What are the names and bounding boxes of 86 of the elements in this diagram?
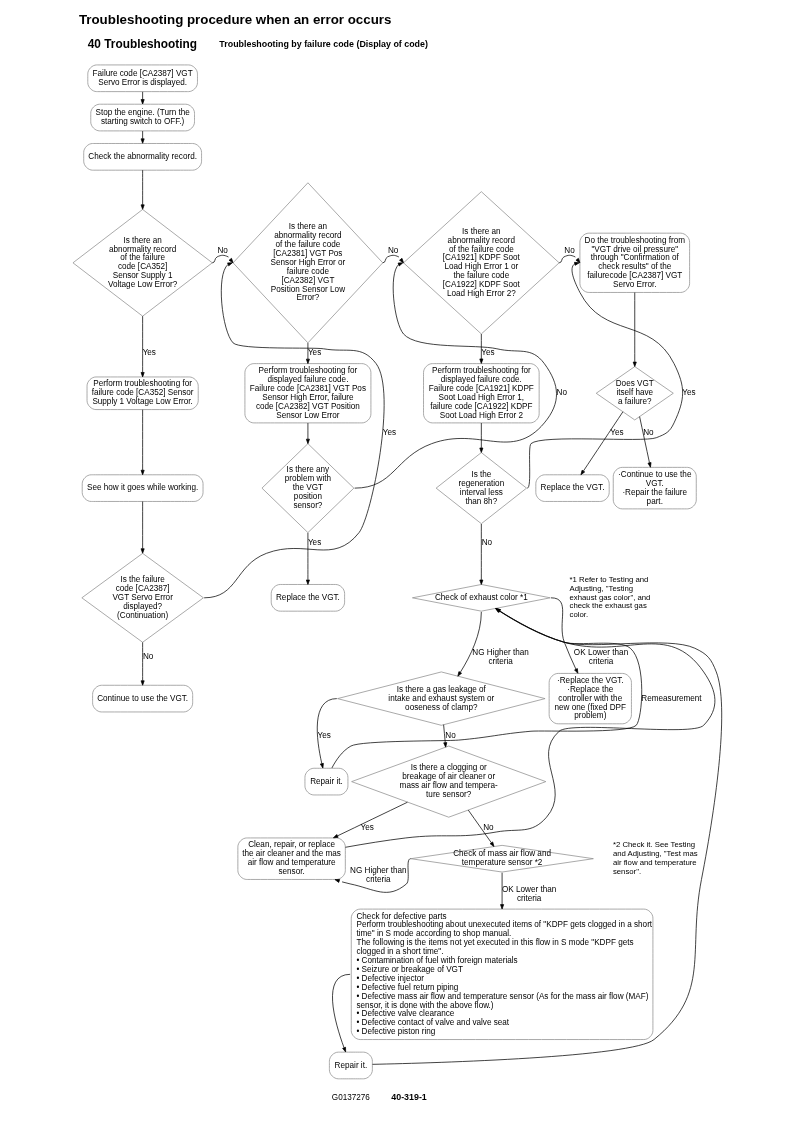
label: G0137276 [331, 1093, 370, 1103]
node-diamond: Does VGT itself have a failure? [595, 366, 674, 421]
edge-label: Yes [382, 428, 396, 438]
edge-label: Yes [609, 428, 624, 438]
arrow [371, 608, 722, 1065]
arrow [140, 91, 145, 105]
arrow [381, 254, 404, 264]
arrow [316, 698, 337, 769]
edge-label: No [482, 822, 494, 832]
edge-label: NG Higher than criteria [471, 647, 529, 666]
arrow [456, 611, 482, 677]
arrow [442, 724, 447, 748]
node-diamond: Is there an abnormality record of the failure code [CA1921] KDPF Soot Load High Error 1 or the failure code [CA1922] KDPF Soot Load High Error 2? [402, 191, 560, 335]
edge-label: Yes [142, 348, 156, 358]
arrow [140, 169, 145, 210]
edge-label: OK Lower than criteria [501, 884, 556, 903]
label: 40 Troubleshooting [87, 36, 197, 51]
arrow [140, 642, 145, 686]
arrow [550, 597, 578, 674]
node-box: Check the abnormality record. [82, 143, 202, 171]
node-box: See how it goes while working. [81, 474, 203, 502]
edge-label: Yes [307, 348, 321, 358]
edge-label: No [563, 246, 575, 256]
node-box: Continue to use the VGT. [91, 684, 193, 713]
edge-label: Yes [317, 730, 331, 740]
edge-label: No [642, 428, 654, 438]
arrow [331, 973, 351, 1053]
arrow [332, 801, 408, 839]
node-box: Replace the VGT. [534, 474, 610, 502]
arrow [638, 416, 651, 468]
arrow [331, 608, 642, 769]
node-box: Replace the VGT. [270, 584, 345, 612]
node-box: Stop the engine. (Turn the starting switch to OFF.) [89, 103, 195, 132]
node-box: Perform troubleshooting for displayed failure code. Failure code [CA1921] KDPF Soot Load High Error 1, failure code [CA1922] KDPF Soot Load High Error 2 [422, 363, 539, 424]
node-diamond: Is the failure code [CA2387] VGT Servo Error displayed? (Continuation) [81, 553, 204, 643]
arrow [140, 409, 145, 476]
node-box: Perform troubleshooting for failure code [CA352] Sensor Supply 1 Voltage Low Error. [86, 376, 199, 410]
arrow [478, 523, 483, 585]
edge-label: No [481, 538, 492, 548]
arrow [140, 130, 145, 144]
edge-label: Remeasurement [640, 693, 702, 703]
label: Troubleshooting by failure code (Display of code) [218, 39, 428, 50]
arrow [526, 261, 683, 489]
label: 40-319-1 [390, 1091, 427, 1102]
arrow [558, 254, 580, 264]
arrow [478, 422, 483, 453]
node-box: Clean, repair, or replace the air cleaner and the mas air flow and temperature sensor. [237, 837, 346, 880]
node-box: Failure code [CA2387] VGT Servo Error is displayed. [86, 64, 198, 92]
arrow [499, 872, 504, 910]
edge-label: NG Higher than criteria [349, 865, 407, 884]
edge-label: OK Lower than criteria [573, 647, 628, 666]
node-diamond: Is the regeneration interval less than 8h? [435, 452, 527, 525]
arrow [632, 292, 637, 367]
node-box: Check for defective parts Perform troubleshooting about unexecuted items of "KDPF gets clogged in a short time" in S mode according to shop manual. The following is the items not yet executed in this flow in S mode "KDPF gets clogged in a short time". • Contamination of fuel with foreign materials • Seizure or breakage of VGT • Defective injector • Defective fuel return piping • Defective mass air flow and temperature sensor (As for the mass air flow (MAF) sensor, it is done with the above flow.) • Defective valve clearance • Defective contact of valve and valve seat • Defective piston ring [350, 908, 653, 1040]
arrow [305, 342, 310, 364]
edge-label: Yes [360, 822, 374, 832]
node-box: Repair it. [328, 1051, 373, 1080]
edge-label: No [556, 388, 567, 398]
arrow [478, 333, 483, 364]
edge-label: No [444, 730, 456, 740]
arrow [353, 262, 557, 489]
edge-label: No [387, 246, 398, 256]
arrow [305, 422, 310, 444]
node-diamond: Check of mass air flow and temperature sensor *2 [409, 845, 594, 873]
node-diamond: Is there an abnormality record of the failure code [CA352] Sensor Supply 1 Voltage Low Error? [72, 209, 213, 317]
node-diamond: Is there an abnormality record of the failure code [CA2381] VGT Pos Sensor High Error or failure code [CA2382] VGT Position Sensor Low Error? [232, 182, 383, 344]
arrow [140, 501, 145, 554]
arrow [211, 254, 233, 264]
arrow [305, 532, 310, 585]
arrow [140, 315, 145, 378]
node-box: Perform troubleshooting for displayed failure code. Failure code [CA2381] VGT Pos Sensor High Error, failure code [CA2382] VGT Position Sensor Low Error [244, 363, 371, 424]
arrow [344, 608, 715, 848]
node-box: ·Continue to use the VGT. ·Repair the failure part. [612, 467, 697, 510]
arrow [580, 411, 623, 476]
diagram-title: Troubleshooting procedure when an error occurs [78, 12, 391, 28]
node-diamond: Is there a clogging or breakage of air cleaner or mass air flow and tempera- ture sensor? [350, 745, 546, 818]
edge-label: No [216, 246, 228, 256]
node-diamond: Is there any problem with the VGT position sensor? [261, 443, 354, 533]
arrow [203, 262, 384, 599]
edge-label: No [142, 652, 153, 662]
arrow [467, 809, 494, 847]
node-box: Do the troubleshooting from "VGT drive oil pressure" through "Confirmation of check results" of the failurecode [CA2387] VGT Servo Error. [579, 232, 690, 293]
node-box: Repair it. [304, 767, 348, 796]
node-box: ·Replace the VGT. ·Replace the controller with the new one (fixed DPF problem) [548, 673, 632, 725]
arrow [334, 858, 411, 893]
edge-label: Yes [307, 538, 321, 548]
